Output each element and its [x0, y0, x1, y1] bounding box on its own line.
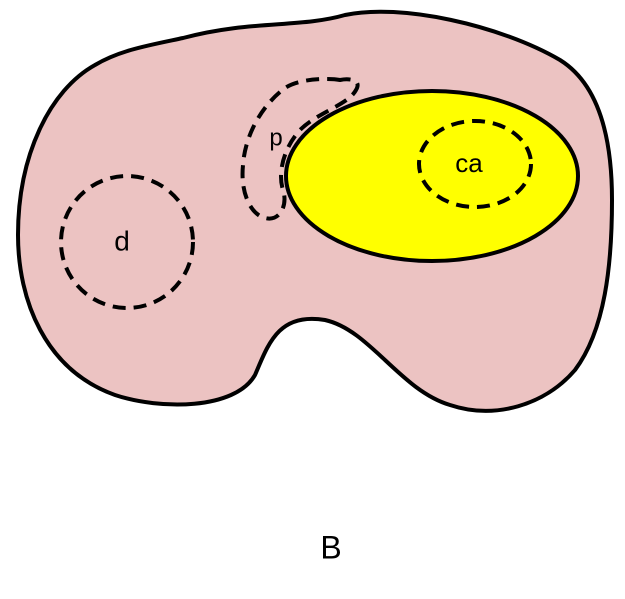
- diagram-caption: B: [320, 529, 341, 565]
- label-d: d: [114, 225, 130, 256]
- label-ca: ca: [455, 148, 483, 178]
- yellow-ellipse-region: [286, 91, 578, 261]
- label-p: p: [269, 124, 282, 151]
